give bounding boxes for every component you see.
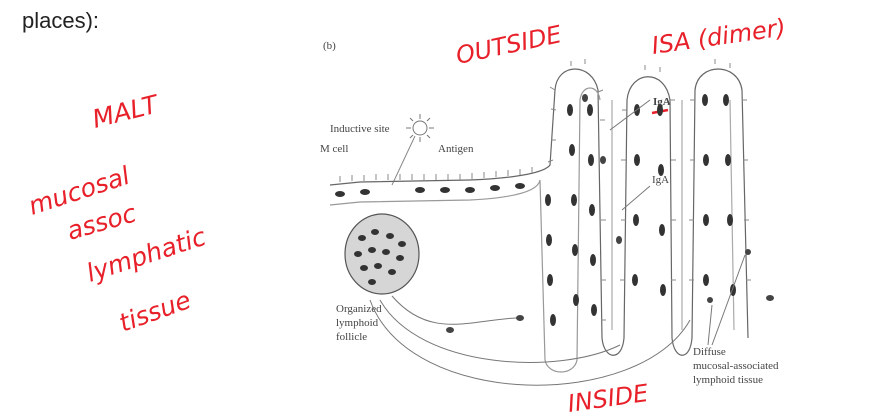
label-antigen: Antigen [438,143,474,155]
arrow-follicle-to-right [370,300,690,385]
label-diffuse: Diffuse [693,346,726,358]
arrow-iga-top [610,100,650,130]
label-lymphoid: lymphoid [336,317,379,329]
arrow-diffuse-2 [708,305,712,345]
epithelium-outer-edge [330,69,748,355]
label-organized: Organized [336,303,382,315]
hw-malt: MALT [89,89,162,134]
figure-labels: (b) Inductive site M cell Antigen IgA Ig… [320,40,779,386]
lymphoid-follicle [345,214,419,294]
antigen-icon [392,114,434,185]
label-lymphoid-tissue: lymphoid tissue [693,374,763,386]
label-follicle: follicle [336,331,367,343]
label-mucosal-associated: mucosal-associated [693,360,779,372]
label-m-cell: M cell [320,143,348,155]
arrow-follicle-to-base [380,300,620,362]
arrows [370,100,745,385]
hw-isa-dimer: ISA (dimer) [650,13,788,60]
label-inductive-site: Inductive site [330,123,390,135]
hw-inside: INSIDE [566,379,651,418]
handwritten-annotations: MALT mucosal assoc lymphatic tissue OUTS… [25,13,788,418]
arrow-diffuse-1 [712,255,745,345]
panel-letter: (b) [323,40,336,52]
hw-tissue: tissue [115,285,194,338]
arrow-follicle-to-villus [392,296,516,324]
hw-outside: OUTSIDE [453,20,564,70]
